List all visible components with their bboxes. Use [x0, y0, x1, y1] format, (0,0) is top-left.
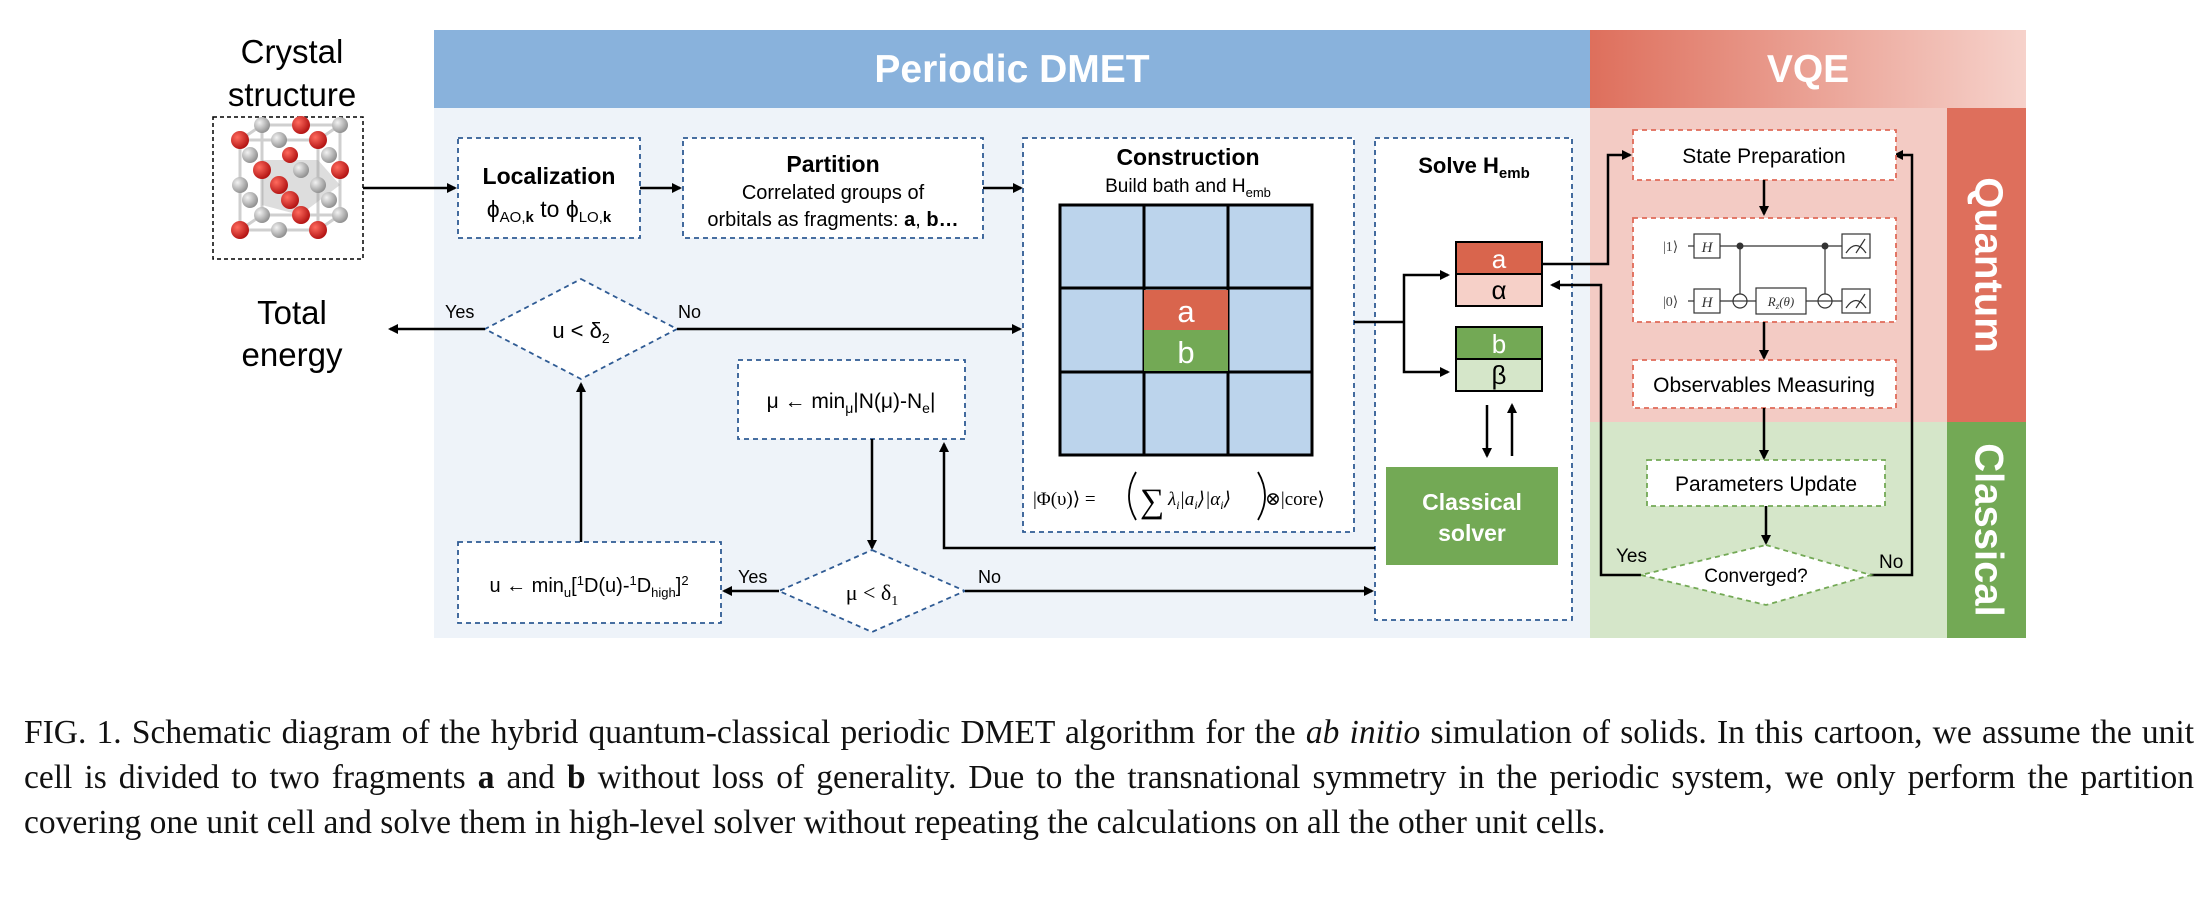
- svg-text:⊗|core⟩: ⊗|core⟩: [1265, 489, 1325, 510]
- grid-cell-b: [1144, 330, 1228, 371]
- decision-u-delta2-text: u < δ2: [552, 318, 610, 346]
- classical-side-bar: [1947, 422, 2026, 638]
- caption-ab-initio: ab initio: [1305, 714, 1421, 751]
- solve-hemb-title: Solve Hemb: [1418, 153, 1530, 182]
- branch-to-b: [1402, 322, 1450, 377]
- observables-measuring-box: [1632, 359, 1897, 409]
- arrow-a-to-state-prep: [1542, 150, 1632, 266]
- dmet-header-title: Periodic DMET: [874, 48, 1149, 91]
- parameters-update-label: Parameters Update: [1675, 473, 1857, 496]
- caption-and: and: [494, 759, 567, 796]
- classical-side-label: Classical: [1966, 443, 2010, 616]
- caption-part3: without loss of generality. Due to the t…: [24, 759, 2194, 841]
- arrow-converged-no-to-state-prep: [1870, 150, 1914, 577]
- decision-u-no: No: [678, 302, 701, 322]
- fragment-b-block: [1455, 326, 1543, 360]
- fragment-b-label: b: [1492, 329, 1506, 359]
- converged-label: Converged?: [1704, 566, 1808, 587]
- caption-part1: Schematic diagram of the hybrid quantum-…: [121, 714, 1306, 751]
- figure-caption: FIG. 1. Schematic diagram of the hybrid …: [24, 710, 2194, 845]
- decision-mu-yes: Yes: [738, 567, 767, 587]
- localization-title: Localization: [483, 163, 616, 189]
- total-energy-line2: energy: [242, 336, 343, 373]
- total-energy-line1: Total: [257, 294, 327, 331]
- classical-solver-box: [1386, 467, 1558, 565]
- arrow-solver-to-mu: [939, 442, 1375, 550]
- svg-text:|1⟩: |1⟩: [1663, 240, 1678, 255]
- arrow-converged-yes-to-alpha: [1550, 280, 1641, 577]
- crystal-lattice-image: [231, 116, 349, 239]
- decision-mu-no: No: [978, 567, 1001, 587]
- dmet-header-bar: [434, 30, 1590, 108]
- observables-measuring-label: Observables Measuring: [1653, 374, 1875, 397]
- svg-text:|Φ(υ)⟩ =: |Φ(υ)⟩ =: [1033, 489, 1096, 510]
- bath-beta-label: β: [1492, 360, 1507, 390]
- decision-u-delta2: [483, 277, 679, 381]
- u-update-text: u ← minu[1D(u)-1Dhigh]2: [489, 573, 688, 600]
- quantum-circuit: |1⟩ |0⟩ H H Rz(θ): [1663, 233, 1871, 315]
- decision-mu-delta1-text: μ < δ1: [846, 580, 899, 609]
- svg-text:H: H: [1701, 295, 1714, 311]
- vqe-header-title: VQE: [1767, 48, 1849, 91]
- caption-fragment-b: b: [566, 759, 586, 796]
- mu-update-text: μ ← minμ|N(μ)-Ne|: [767, 390, 936, 416]
- caption-fragment-a: a: [477, 759, 495, 796]
- converged-yes-label: Yes: [1616, 546, 1647, 567]
- construction-subtitle: Build bath and Hemb: [1105, 176, 1271, 200]
- svg-text:λi|ai⟩|αi⟩: λi|ai⟩|αi⟩: [1167, 489, 1231, 512]
- vqe-header-bar: [1590, 30, 2026, 108]
- caption-fig-label: FIG. 1.: [24, 714, 122, 751]
- crystal-label-line2: structure: [228, 76, 356, 113]
- classical-solver-label-2: solver: [1438, 520, 1506, 546]
- bath-alpha-label: α: [1491, 275, 1506, 305]
- partition-line2: orbitals as fragments: a, b…: [707, 209, 958, 231]
- construction-title: Construction: [1116, 144, 1259, 170]
- classical-solver-label-1: Classical: [1422, 489, 1522, 515]
- svg-text:Rz(θ): Rz(θ): [1767, 294, 1795, 311]
- state-preparation-label: State Preparation: [1682, 145, 1845, 168]
- svg-text:∑: ∑: [1140, 483, 1164, 520]
- svg-text:|0⟩: |0⟩: [1663, 295, 1678, 310]
- dmet-vqe-diagram: Periodic DMET VQE Quantum Classical Crys…: [212, 30, 2026, 638]
- bath-beta-block: [1455, 358, 1543, 392]
- bath-alpha-block: [1455, 273, 1543, 307]
- mu-update-box: [737, 359, 966, 440]
- grid-cell-b-label: b: [1177, 335, 1194, 370]
- partition-box: [682, 137, 984, 239]
- decision-mu-delta1: [776, 549, 968, 633]
- localization-box: [457, 137, 641, 239]
- u-update-box: [457, 541, 722, 624]
- classical-background: [1590, 422, 1947, 638]
- partition-title: Partition: [786, 151, 879, 177]
- svg-text:H: H: [1701, 240, 1714, 256]
- fragment-a-label: a: [1492, 244, 1507, 274]
- quantum-side-label: Quantum: [1966, 177, 2010, 353]
- parameters-update-box: [1646, 459, 1886, 507]
- partition-line1: Correlated groups of: [742, 182, 925, 204]
- branch-to-a: [1402, 270, 1450, 322]
- crystal-label-line1: Crystal: [241, 33, 344, 70]
- localization-formula: ϕAO,k to ϕLO,k: [487, 196, 612, 226]
- embedding-wavefunction-formula: |Φ(υ)⟩ = ∑ λi|ai⟩|αi⟩ ⊗|core⟩: [1033, 471, 1325, 521]
- converged-decision: [1640, 544, 1875, 606]
- converged-no-label: No: [1879, 552, 1903, 573]
- caption-part2: simulation of solids. In this cartoon, w…: [24, 714, 2194, 796]
- quantum-side-bar: [1947, 108, 2026, 422]
- grid-cell-a-label: a: [1177, 294, 1195, 329]
- decision-u-yes: Yes: [445, 302, 474, 322]
- grid-cell-a: [1144, 290, 1228, 330]
